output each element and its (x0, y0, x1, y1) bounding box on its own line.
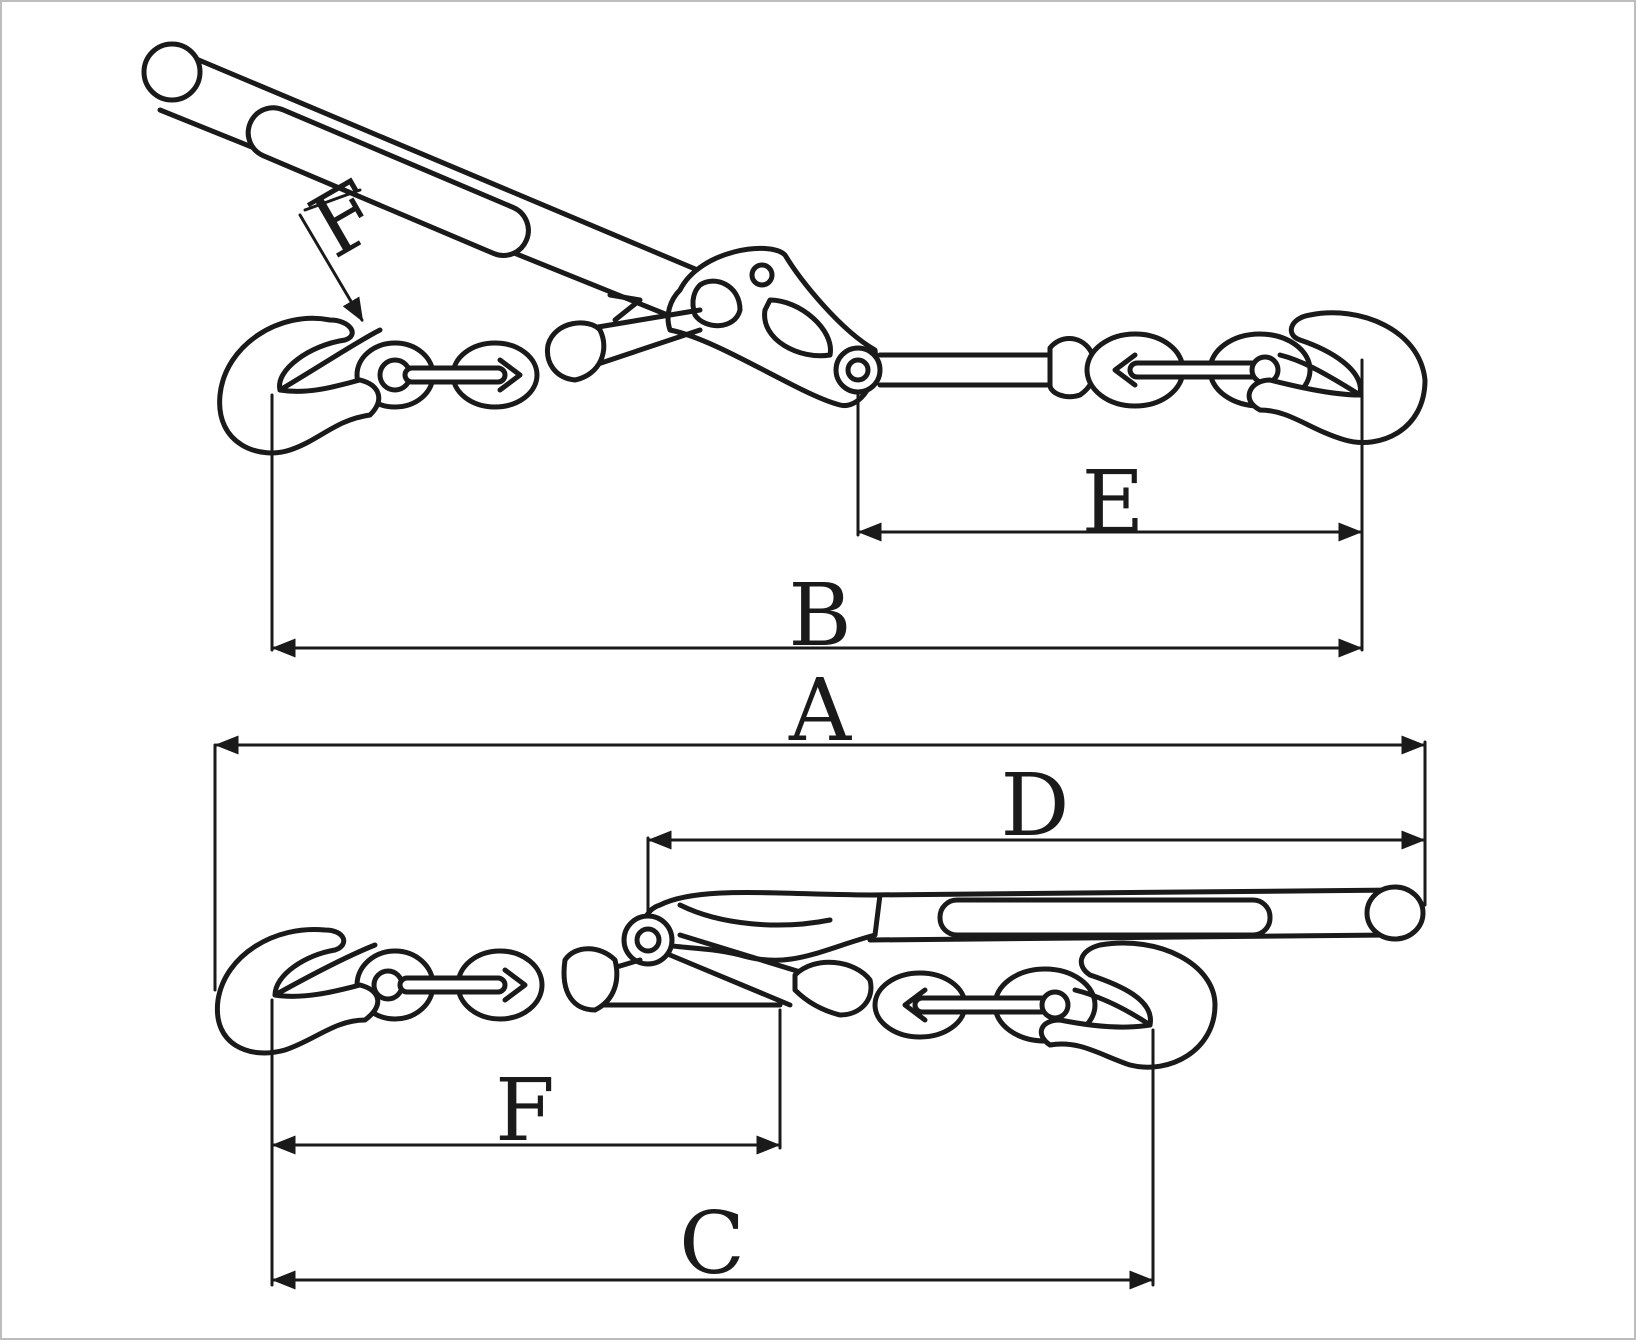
binder-open-view (141, 41, 1428, 456)
left-chain-top (354, 340, 540, 410)
lever-handle-bottom (867, 884, 1426, 943)
left-hook-top (217, 315, 383, 456)
right-rod-top (877, 336, 1098, 400)
dimension-label-f: F (495, 1061, 555, 1161)
dimension-label-d: D (1001, 756, 1070, 856)
left-chain-bottom (354, 948, 545, 1022)
dimension-lines-bottom (213, 735, 1427, 1290)
dimension-lines-top (270, 188, 1364, 658)
dimension-label-a: A (788, 661, 852, 761)
dimension-f-angled-line (298, 213, 364, 323)
left-rod-bottom (561, 946, 783, 1013)
dimension-f-angled-tick (303, 188, 362, 212)
right-hook-top (1246, 310, 1428, 445)
binder-closed-view (214, 884, 1426, 1070)
lever-body-top (665, 246, 883, 408)
dimension-label-c: C (679, 1194, 745, 1294)
right-rod-bottom (667, 932, 874, 1018)
left-hook-bottom (214, 926, 380, 1056)
right-hook-bottom (1038, 940, 1218, 1070)
lever-body-bottom (621, 890, 883, 967)
left-rod-top (544, 292, 703, 383)
dimension-label-e: E (1082, 453, 1145, 553)
dimension-label-b: B (788, 566, 851, 666)
